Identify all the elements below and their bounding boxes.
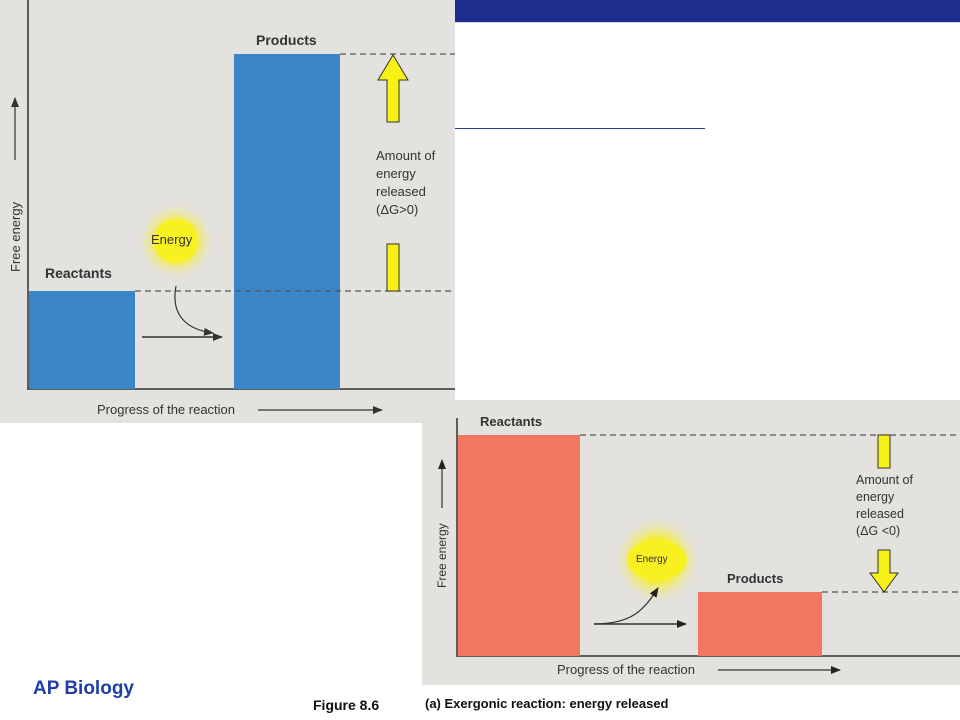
exergonic-diagram-panel: Free energy Progress of the reaction Rea… xyxy=(422,400,960,685)
energy-label: Energy xyxy=(636,554,668,565)
x-axis-label: Progress of the reaction xyxy=(97,402,235,417)
amount-line-1: Amount of xyxy=(376,148,436,163)
products-bar xyxy=(698,592,822,656)
energy-arrow-shaft xyxy=(386,243,400,292)
energy-down-arrow-icon xyxy=(869,549,899,593)
reactants-label: Reactants xyxy=(45,265,112,281)
amount-line-3: released xyxy=(376,184,426,199)
endergonic-diagram-panel: Free energy Progress of the reaction Rea… xyxy=(0,0,455,423)
reactants-label: Reactants xyxy=(480,414,542,429)
exergonic-diagram: Free energy Progress of the reaction Rea… xyxy=(435,414,960,677)
y-axis-label: Free energy xyxy=(8,201,23,272)
title-bar xyxy=(455,0,960,22)
products-label: Products xyxy=(256,32,317,48)
amount-line-2: energy xyxy=(856,490,895,504)
energy-arrow-shaft xyxy=(877,434,891,469)
amount-line-3: released xyxy=(856,507,904,521)
reactants-bar xyxy=(29,291,135,389)
energy-sun-icon xyxy=(627,540,687,580)
figure-label: Figure 8.6 xyxy=(313,697,380,713)
figure-caption: (a) Exergonic reaction: energy released xyxy=(425,696,669,711)
products-bar xyxy=(234,54,340,389)
energy-up-arrow-icon xyxy=(377,54,409,123)
products-label: Products xyxy=(727,571,783,586)
amount-line-4: (ΔG>0) xyxy=(376,202,418,217)
amount-line-4: (ΔG <0) xyxy=(856,524,900,538)
reactants-bar xyxy=(458,435,580,656)
energy-input-arrow xyxy=(174,285,214,336)
title-bar-underline xyxy=(455,22,960,23)
x-axis-label: Progress of the reaction xyxy=(557,662,695,677)
energy-label: Energy xyxy=(151,232,193,247)
energy-sun-icon xyxy=(154,219,198,263)
footer-brand: AP Biology xyxy=(33,678,134,699)
endergonic-diagram: Free energy Progress of the reaction Rea… xyxy=(8,0,455,417)
y-axis-label: Free energy xyxy=(435,523,449,588)
slide-divider-line xyxy=(455,128,705,129)
amount-line-1: Amount of xyxy=(856,473,914,487)
amount-line-2: energy xyxy=(376,166,416,181)
